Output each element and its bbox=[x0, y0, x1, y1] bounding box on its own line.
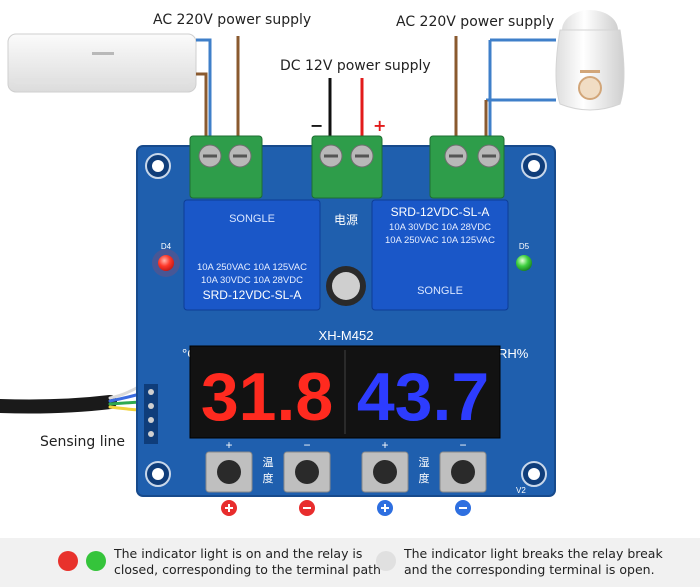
temp-minus-mark: − bbox=[303, 438, 310, 452]
ac-left-label: AC 220V power supply bbox=[153, 12, 312, 28]
minus-icon-red bbox=[299, 500, 315, 516]
terminal-block-right bbox=[429, 135, 505, 199]
relay-left-line-3: SRD-12VDC-SL-A bbox=[203, 288, 302, 302]
hum-cn-1: 湿 bbox=[419, 456, 430, 469]
hum-plus-mark: + bbox=[381, 438, 388, 452]
led-red bbox=[158, 255, 174, 271]
legend-on-text: The indicator light is on and the relay … bbox=[114, 546, 381, 577]
plus-icon-red bbox=[221, 500, 237, 516]
relay-right-brand: SONGLE bbox=[417, 285, 463, 297]
red-indicator-icon bbox=[58, 551, 78, 571]
temp-cn-2: 度 bbox=[263, 471, 274, 485]
minus-icon-blue bbox=[455, 500, 471, 516]
dc-minus-label: − bbox=[310, 116, 324, 135]
relay-right: SRD-12VDC-SL-A 10A 30VDC 10A 28VDC 10A 2… bbox=[371, 199, 509, 311]
hum-minus-mark: − bbox=[459, 438, 466, 452]
capacitor bbox=[326, 266, 366, 306]
relay-right-line-1: SRD-12VDC-SL-A bbox=[391, 205, 490, 219]
module-illustration: SONGLE 10A 250VAC 10A 125VAC 10A 30VDC 1… bbox=[0, 10, 625, 516]
off-indicator-icon bbox=[376, 551, 396, 571]
sensor-header bbox=[144, 384, 158, 444]
dc-label: DC 12V power supply bbox=[280, 58, 431, 74]
led-left-label: D4 bbox=[161, 242, 172, 251]
relay-right-line-2: 10A 30VDC 10A 28VDC bbox=[389, 222, 491, 233]
hum-cn-2: 度 bbox=[419, 471, 430, 485]
btn-temp-minus[interactable] bbox=[283, 451, 331, 493]
temp-plus-mark: + bbox=[225, 438, 232, 452]
relay-left-brand: SONGLE bbox=[229, 213, 275, 225]
temp-cn-1: 温 bbox=[263, 456, 274, 469]
btn-hum-plus[interactable] bbox=[361, 451, 409, 493]
dc-plus-label: + bbox=[373, 116, 387, 135]
relay-left-line-2: 10A 30VDC 10A 28VDC bbox=[201, 275, 303, 286]
legend-bar: The indicator light is on and the relay … bbox=[0, 538, 700, 587]
sensor-cable bbox=[0, 384, 142, 414]
seven-segment-display: 31.8 43.7 bbox=[189, 345, 501, 439]
btn-hum-minus[interactable] bbox=[439, 451, 487, 493]
version-label: V2 bbox=[516, 486, 526, 495]
sensing-line-label: Sensing line bbox=[40, 434, 126, 450]
ac-right-label: AC 220V power supply bbox=[396, 14, 555, 30]
led-right-label: D5 bbox=[519, 242, 530, 251]
relay-left: SONGLE 10A 250VAC 10A 125VAC 10A 30VDC 1… bbox=[183, 199, 321, 311]
humidity-readout: 43.7 bbox=[357, 359, 489, 435]
model-label: XH-M452 bbox=[319, 328, 374, 343]
plus-icon-blue bbox=[377, 500, 393, 516]
hum-unit: RH% bbox=[498, 346, 529, 361]
led-green bbox=[516, 255, 532, 271]
btn-temp-plus[interactable] bbox=[205, 451, 253, 493]
relay-right-line-3: 10A 250VAC 10A 125VAC bbox=[385, 235, 495, 246]
temperature-readout: 31.8 bbox=[201, 359, 333, 435]
power-label-cn: 电源 bbox=[334, 213, 358, 227]
terminal-block-left bbox=[189, 135, 263, 199]
green-indicator-icon bbox=[86, 551, 106, 571]
air-conditioner bbox=[7, 33, 197, 93]
terminal-block-power bbox=[311, 135, 383, 199]
relay-left-line-1: 10A 250VAC 10A 125VAC bbox=[197, 262, 307, 273]
humidifier bbox=[555, 10, 625, 111]
legend-off-text: The indicator light breaks the relay bre… bbox=[404, 546, 663, 577]
